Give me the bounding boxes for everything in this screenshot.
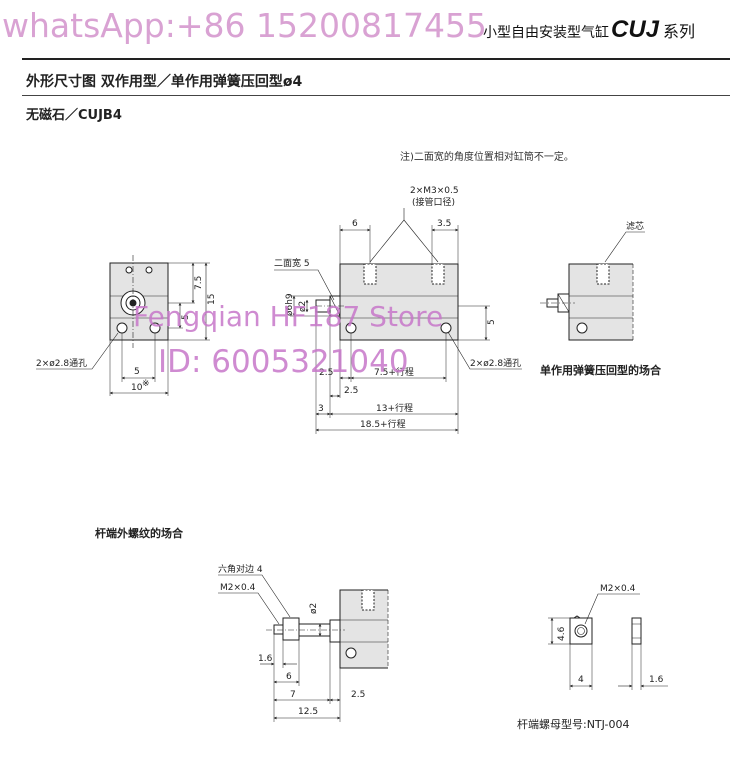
watermark-phone: whatsApp:+86 15200817455	[2, 6, 487, 45]
side-dim-left-small: 2.5	[319, 368, 333, 378]
section-rule	[22, 95, 730, 96]
rod-dim-dia: ø2	[309, 603, 319, 614]
section-title: 外形尺寸图 双作用型／单作用弹簧压回型ø4	[26, 74, 303, 90]
rod-dim-1: 1.6	[258, 654, 273, 664]
side-hole-label: 2×ø2.8通孔	[470, 358, 521, 369]
front-dim-width-note: ※	[142, 379, 150, 389]
port-left	[363, 263, 377, 285]
single-acting-view	[540, 231, 645, 341]
side-dim-top-right: 3.5	[437, 219, 451, 229]
front-dim-height-total: 15	[207, 294, 217, 305]
watermark-store: Fengqian HF187 Store	[133, 300, 444, 333]
side-dim-rod-dia: ø2	[298, 301, 308, 312]
front-dim-height-small: 5	[181, 314, 191, 320]
side-dim-body-stroke: 13+行程	[376, 402, 413, 414]
rod-dim-2: 6	[286, 672, 292, 682]
top-rule	[22, 58, 730, 60]
front-dim-width-total: 10	[131, 383, 143, 393]
single-acting-label: 滤芯	[626, 220, 644, 232]
model-label: 无磁石／CUJB4	[26, 108, 122, 123]
front-dim-width-small: 5	[134, 367, 140, 377]
rod-hex-label: 六角对边 4	[218, 563, 263, 575]
port-right	[431, 263, 445, 285]
rod-dim-5: 12.5	[298, 707, 318, 717]
front-view	[36, 255, 210, 396]
header-prefix: 小型自由安装型气缸	[483, 25, 609, 41]
side-dim-height-right: 5	[487, 319, 497, 325]
nut-side	[631, 617, 642, 645]
front-hole-label: 2×ø2.8通孔	[36, 358, 87, 369]
side-dim-top-left: 6	[352, 219, 358, 229]
side-port-sublabel: (接管口径)	[412, 196, 455, 208]
side-dim-rod-end: 3	[318, 404, 324, 414]
rod-thread-title: 杆端外螺纹的场合	[95, 527, 183, 540]
rod-thread-view	[218, 574, 389, 722]
rod-dim-3: 7	[290, 690, 296, 700]
watermark-id: ID: 6005321040	[158, 344, 409, 380]
side-port-label: 2×M3×0.5	[410, 186, 459, 196]
front-dim-height-mid: 7.5	[194, 276, 204, 290]
side-dim-total-stroke: 18.5+行程	[360, 418, 406, 430]
side-width-across-flats: 二面宽 5	[274, 257, 310, 269]
rod-dim-4: 2.5	[351, 690, 365, 700]
nut-dim-thick: 1.6	[649, 675, 664, 685]
side-dim-boss-dia: ø6h9	[285, 293, 295, 316]
nut-view	[548, 593, 668, 690]
nut-caption: 杆端螺母型号:NTJ-004	[517, 718, 630, 731]
side-view	[274, 208, 522, 434]
nut-dim-height: 4.6	[557, 626, 567, 641]
nut-dim-width: 4	[578, 675, 584, 685]
single-acting-caption: 单作用弹簧压回型的场合	[540, 364, 661, 377]
hex-nut	[282, 617, 300, 641]
nut-thread-label: M2×0.4	[600, 584, 636, 594]
rod-thread-label: M2×0.4	[220, 583, 256, 593]
side-dim-lower-small: 2.5	[344, 386, 358, 396]
series-suffix: 系列	[663, 22, 696, 41]
side-dim-mid-bottom: 7.5+行程	[374, 366, 414, 378]
series-code: CUJ	[611, 16, 660, 43]
note: 注)二面宽的角度位置相对缸筒不一定。	[400, 152, 574, 163]
mount-hole-left	[116, 322, 128, 334]
